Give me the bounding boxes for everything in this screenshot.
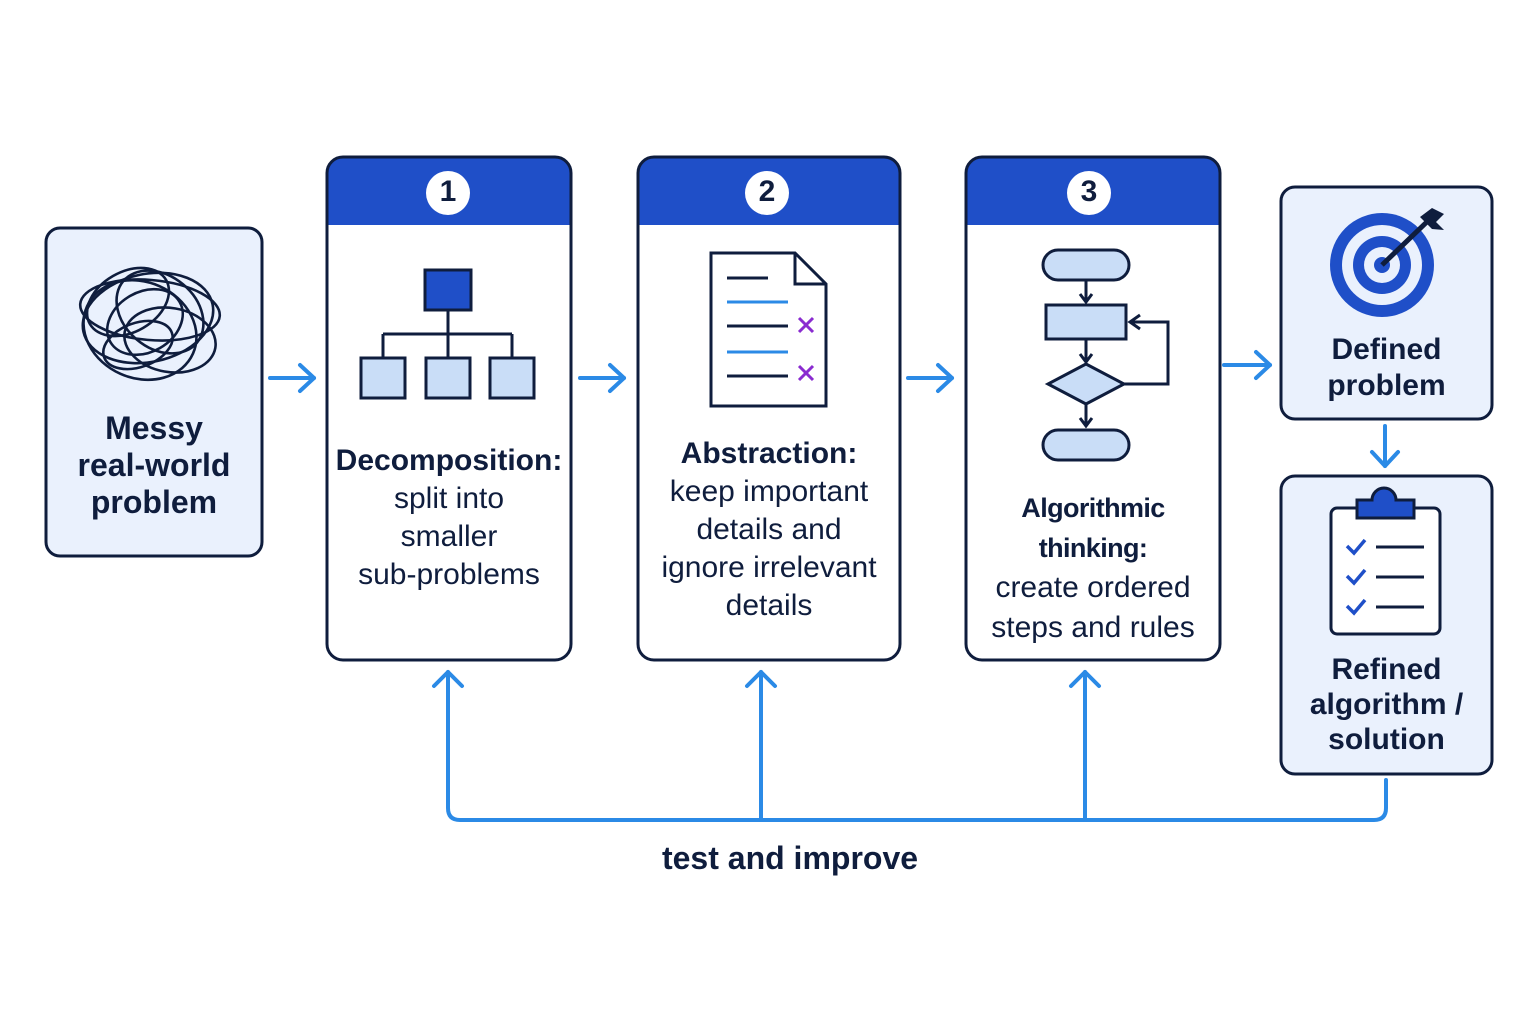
input-label: Messy real-world problem (46, 410, 262, 521)
document-with-crossed-lines-icon (709, 251, 828, 408)
refined-solution-label: Refined algorithm / solution (1281, 652, 1492, 757)
hierarchy-tree-icon (359, 268, 536, 400)
step-number-badge-2 (745, 171, 789, 215)
step-number-badge-1 (426, 171, 470, 215)
step-3-title: Algorithmic thinking: (1021, 493, 1165, 563)
defined-problem-line: problem (1327, 369, 1446, 402)
input-label-line: Messy (105, 410, 203, 446)
step-2-line: details and (696, 513, 842, 546)
step-card-1 (325, 155, 573, 662)
step-3-description: Algorithmic thinking: create ordered ste… (966, 488, 1220, 648)
flowchart-icon (1041, 248, 1170, 462)
feedback-loop-arrows (432, 670, 1388, 822)
step-card-2 (636, 155, 902, 662)
step-3-line: create ordered (995, 571, 1191, 604)
step-2-description: Abstraction: keep important details and … (638, 435, 900, 625)
step-3-line: steps and rules (991, 611, 1195, 644)
step-2-line: ignore irrelevant (661, 551, 877, 584)
refined-solution-line: solution (1328, 723, 1445, 756)
arrow-input-to-step1 (268, 363, 316, 393)
input-label-line: real-world (77, 447, 231, 483)
step-2-title: Abstraction: (680, 437, 858, 470)
refined-solution-line: Refined (1331, 653, 1442, 686)
step-2-line: keep important (669, 475, 869, 508)
step-number-2: 2 (758, 175, 776, 208)
step-number-badge-3 (1067, 171, 1111, 215)
arrow-step2-to-step3 (906, 363, 954, 393)
arrow-defined-to-refined (1370, 424, 1400, 468)
step-1-title: Decomposition: (335, 444, 563, 477)
arrow-step1-to-step2 (578, 363, 626, 393)
input-box (44, 226, 264, 558)
feedback-loop-label: test and improve (661, 840, 919, 876)
step-number-3: 3 (1080, 175, 1098, 208)
defined-problem-label: Defined problem (1281, 332, 1492, 404)
target-with-arrow-icon (1330, 208, 1444, 317)
step-1-description: Decomposition: split into smaller sub-pr… (327, 442, 571, 594)
tangled-scribble-icon (78, 266, 222, 382)
arrow-step3-to-defined (1222, 350, 1272, 380)
step-1-line: smaller (400, 520, 498, 553)
step-number-1: 1 (439, 175, 457, 208)
step-card-3 (964, 155, 1222, 662)
step-1-line: split into (393, 482, 505, 515)
clipboard-checklist-icon (1329, 486, 1442, 636)
input-label-line: problem (90, 484, 218, 520)
step-2-line: details (725, 589, 813, 622)
step-1-line: sub-problems (358, 558, 540, 591)
defined-problem-line: Defined (1331, 333, 1442, 366)
refined-solution-line: algorithm / (1309, 688, 1464, 721)
